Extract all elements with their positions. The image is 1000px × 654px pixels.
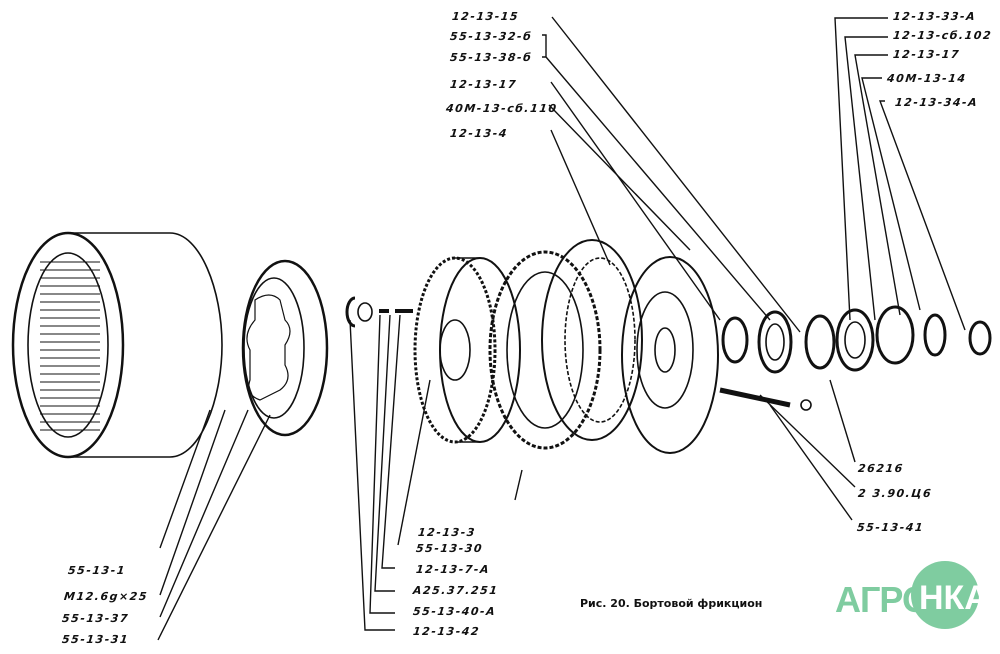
part-label: 40М-13-14: [886, 72, 968, 85]
bearings: [719, 305, 992, 411]
part-label: А25.37.251: [412, 584, 500, 597]
part-label: 40М-13-сб.110: [445, 102, 559, 115]
part-label: 55-13-41: [856, 521, 925, 534]
part-label: 55-13-38-б: [449, 51, 533, 64]
logo-circle-text: НКА: [919, 579, 989, 617]
part-label: 55-13-31: [61, 633, 130, 646]
logo-circle: [911, 561, 979, 629]
small-parts: [345, 296, 413, 328]
part-label: М12.6g×25: [63, 590, 149, 603]
friction-discs: [488, 239, 643, 450]
part-label: 55-13-37: [61, 612, 130, 625]
part-label: 12-13-42: [412, 625, 481, 638]
part-label: 12-13-17: [892, 48, 961, 61]
part-label: 12-13-17: [449, 78, 518, 91]
part-label: 12-13-33-А: [892, 10, 977, 23]
part-label: 26216: [857, 462, 905, 475]
part-label: 2 3.90.Ц6: [857, 487, 933, 500]
end-plate: [621, 256, 719, 454]
part-label: 12-13-7-А: [415, 563, 491, 576]
part-label: 12-13-сб.102: [892, 29, 993, 42]
part-label: 12-13-3: [417, 526, 477, 539]
pressure-plate: [241, 259, 329, 437]
part-label: 12-13-34-А: [894, 96, 979, 109]
housing-drum: [11, 231, 223, 459]
part-label: 12-13-4: [449, 127, 509, 140]
figure-caption: Рис. 20. Бортовой фрикцион: [580, 597, 763, 610]
part-label: 55-13-40-А: [412, 605, 497, 618]
part-label: 55-13-1: [67, 564, 127, 577]
part-label: 12-13-15: [451, 10, 520, 23]
leader-lines: [157, 16, 966, 641]
part-label: 55-13-32-б: [449, 30, 533, 43]
part-label: 55-13-30: [415, 542, 484, 555]
gear-hub: [413, 256, 521, 444]
